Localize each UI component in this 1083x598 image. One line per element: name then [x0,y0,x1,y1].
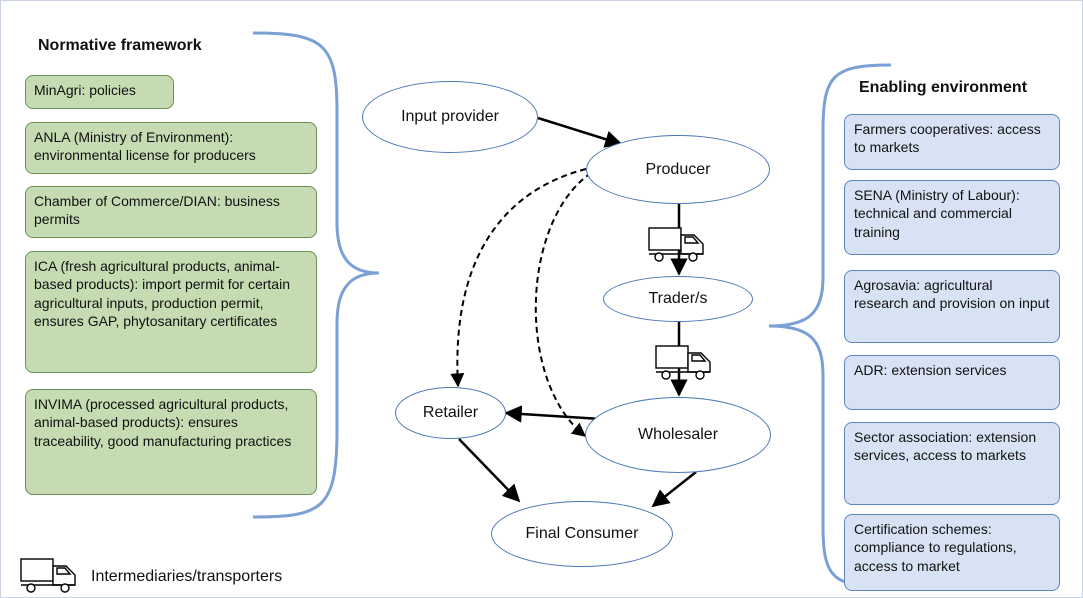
enabling-box-adr: ADR: extension services [844,355,1060,410]
arrow-wholesaler-to-retailer [504,405,602,423]
legend-label: Intermediaries/transporters [91,568,283,585]
normative-box-anla: ANLA (Ministry of Environment): environm… [25,122,317,174]
node-input-provider: Input provider [362,81,538,153]
enabling-heading: Enabling environment [859,79,1028,96]
dashed-arrow-producer-to-retailer [450,168,587,388]
enabling-box-farmers-cooperatives: Farmers cooperatives: access to markets [844,114,1060,170]
legend-truck-icon [20,558,76,593]
arrow-wholesaler-to-consumer [651,471,697,508]
left-bracket [252,31,380,519]
enabling-box-agrosavia: Agrosavia: agricultural research and pro… [844,270,1060,343]
node-final-consumer: Final Consumer [491,501,673,567]
enabling-box-sena: SENA (Ministry of Labour): technical and… [844,180,1060,255]
node-producer: Producer [586,135,770,204]
normative-box-chamber-of-commerce: Chamber of Commerce/DIAN: business permi… [25,186,317,238]
enabling-box-certification-schemes: Certification schemes: compliance to reg… [844,514,1060,591]
right-bracket [768,63,892,589]
node-wholesaler: Wholesaler [585,397,771,473]
enabling-box-sector-association: Sector association: extension services, … [844,422,1060,505]
dashed-arrow-producer-to-wholesaler [534,172,592,437]
truck-icon [648,227,704,262]
node-retailer: Retailer [395,387,506,439]
arrow-input-to-producer [537,116,623,148]
normative-heading: Normative framework [38,37,202,54]
truck-icon [655,345,711,380]
normative-box-invima: INVIMA (processed agricultural products,… [25,389,317,495]
node-trader: Trader/s [603,276,753,322]
normative-box-ica: ICA (fresh agricultural products, animal… [25,251,317,373]
arrow-retailer-to-consumer [458,438,521,503]
normative-box-minagri: MinAgri: policies [25,75,174,109]
